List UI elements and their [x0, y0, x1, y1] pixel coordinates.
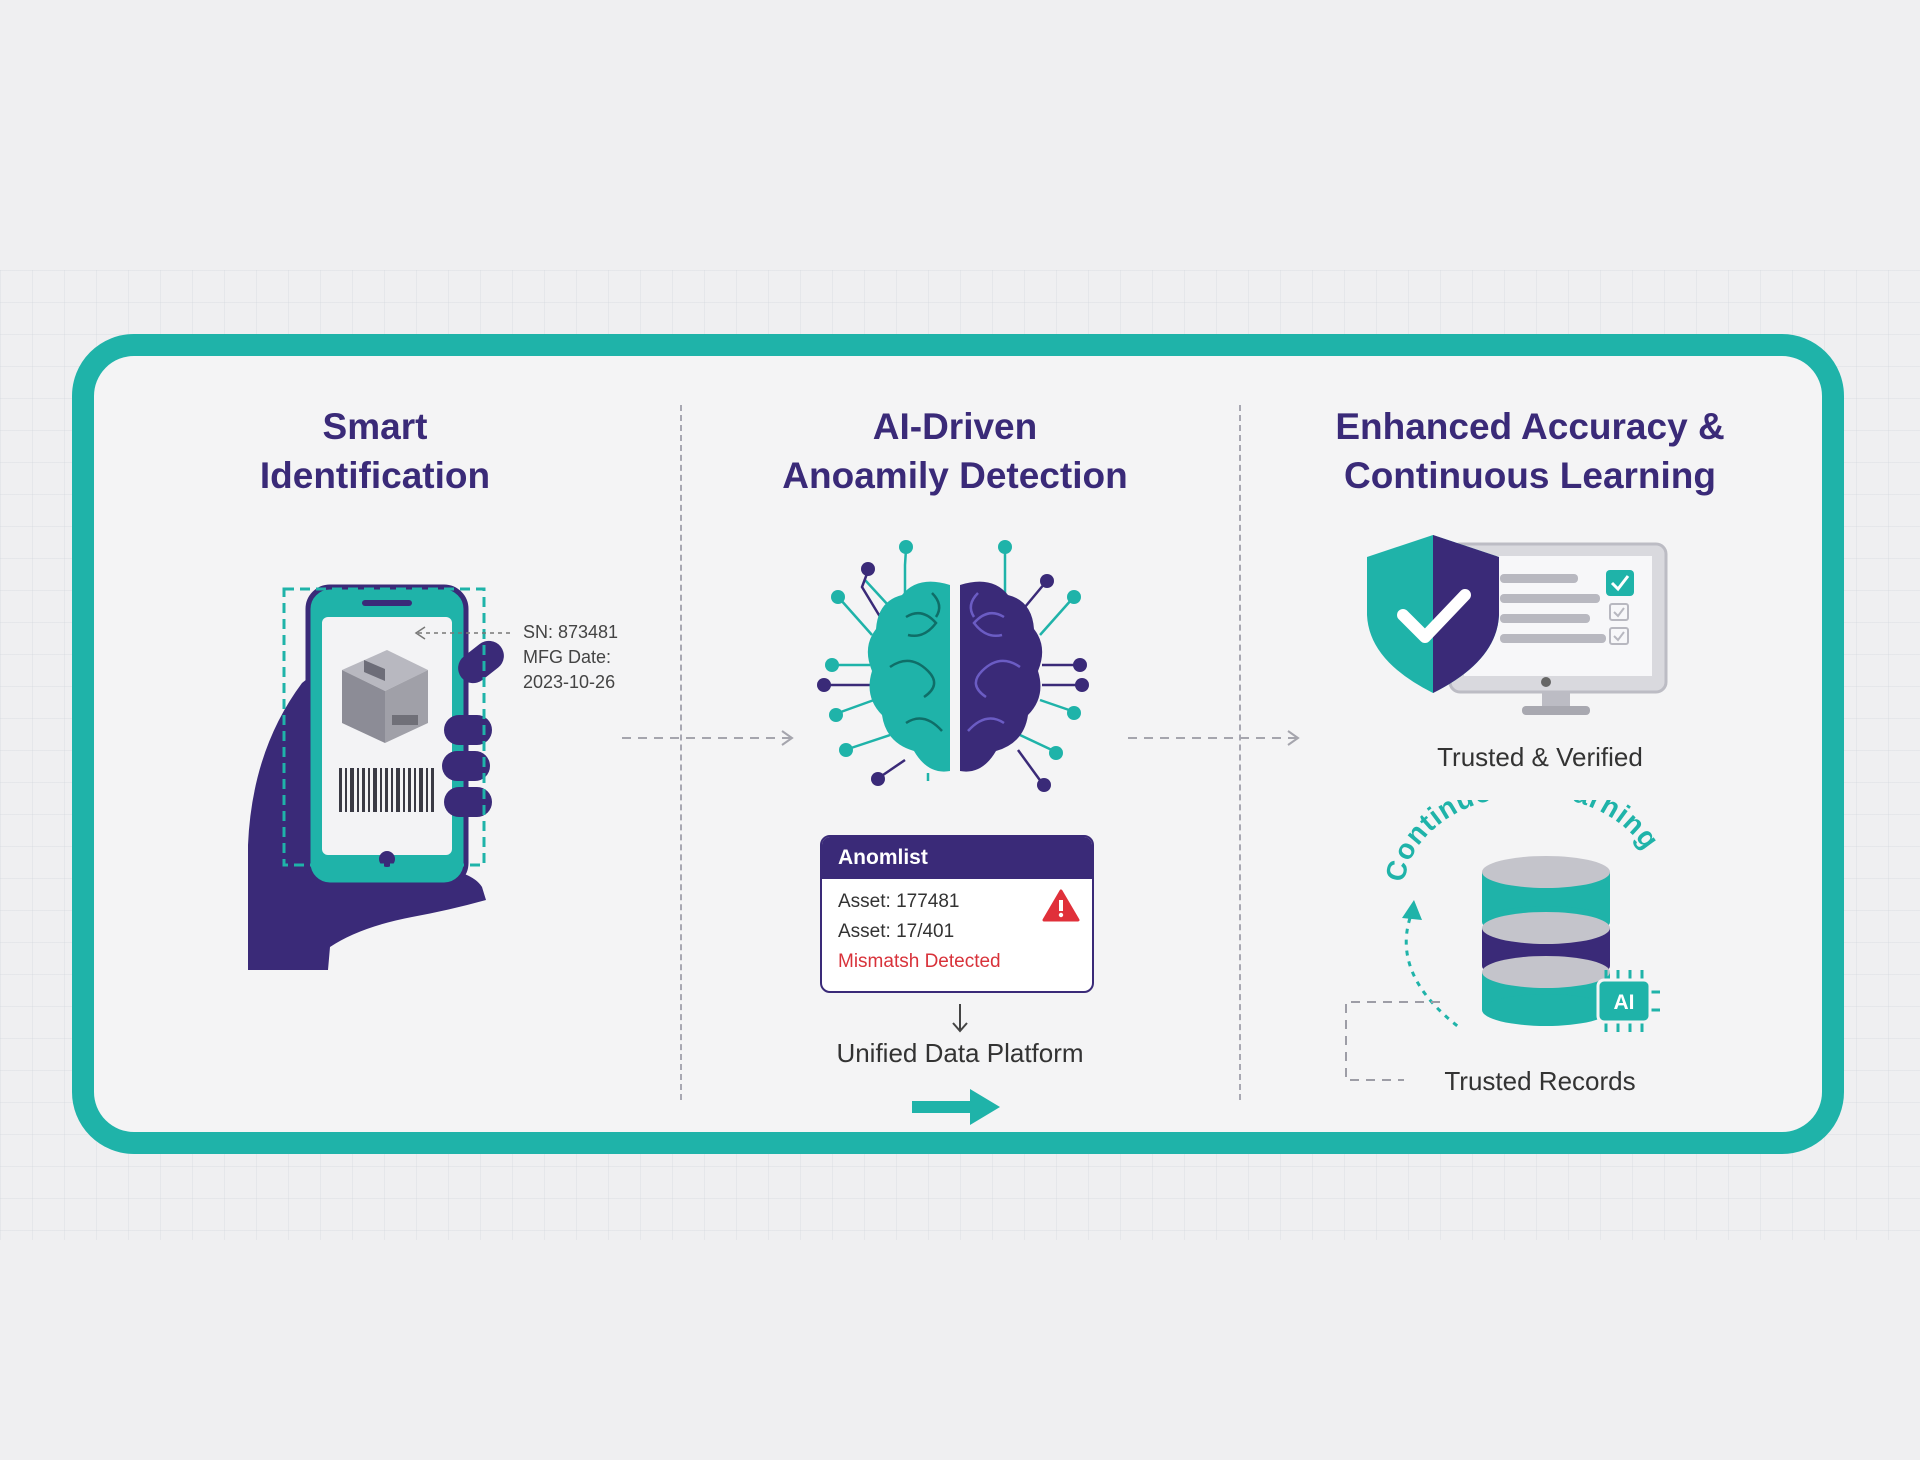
- heading-line: Enhanced Accuracy &: [1335, 406, 1725, 447]
- heading-anomaly-detection: AI-Driven Anoamily Detection: [740, 402, 1170, 500]
- heading-smart-identification: Smart Identification: [215, 402, 535, 500]
- heading-line: Identification: [259, 455, 491, 496]
- mismatch-status: Mismatsh Detected: [838, 951, 1001, 972]
- warning-icon: [1042, 889, 1080, 922]
- serial-number: SN: 873481: [523, 622, 619, 642]
- records-label: Trusted Records: [1444, 1066, 1636, 1096]
- column-divider: [680, 405, 682, 1100]
- finger-shapes: [442, 640, 504, 817]
- scan-metadata: SN: 873481 MFG Date: 2023-10-26: [523, 620, 618, 695]
- anomaly-alert-card: Anomlist Asset: 177481 Asset: 17/401 Mis…: [820, 835, 1094, 993]
- package-icon: [342, 650, 428, 743]
- heading-line: Continuous Learning: [1343, 455, 1717, 496]
- column-divider: [1239, 405, 1241, 1100]
- brain-circuit-icon: [817, 540, 1089, 792]
- heading-line: Anoamily Detection: [782, 455, 1128, 496]
- barcode-icon: [339, 768, 434, 812]
- chip-label: AI: [1614, 991, 1635, 1014]
- flow-arrow-icon: [622, 730, 794, 746]
- mfg-date-value: 2023-10-26: [523, 672, 616, 692]
- heading-line: AI-Driven: [872, 406, 1038, 447]
- alert-title: Anomlist: [822, 837, 1092, 879]
- scan-frame: [282, 587, 486, 867]
- asset-line-1: Asset: 177481: [838, 891, 960, 912]
- flow-arrow-icon: [1128, 730, 1300, 746]
- arrow-down-icon: [952, 1004, 968, 1033]
- arrow-right-icon: [912, 1089, 1000, 1125]
- checkbox-icon: [1609, 603, 1629, 621]
- checkbox-icon: [1609, 627, 1629, 645]
- checkbox-checked-icon: [1606, 570, 1634, 596]
- heading-continuous-learning: Enhanced Accuracy & Continuous Learning: [1290, 402, 1770, 500]
- database-cylinder: [1482, 856, 1610, 1026]
- home-button-icon: [379, 851, 395, 867]
- ai-chip-icon: AI: [1588, 970, 1660, 1032]
- platform-label: Unified Data Platform: [836, 1038, 1084, 1068]
- monitor-checklist-icon: [1448, 542, 1668, 715]
- mfg-date-label: MFG Date:: [523, 647, 612, 667]
- verified-label: Trusted & Verified: [1437, 742, 1643, 772]
- shield-check-icon: [1367, 535, 1499, 693]
- asset-line-2: Asset: 17/401: [838, 921, 955, 942]
- phone-scan-illustration: [248, 584, 510, 970]
- heading-line: Smart: [322, 406, 428, 447]
- database-learning-icon: Continuous Learning AI: [1345, 800, 1665, 1081]
